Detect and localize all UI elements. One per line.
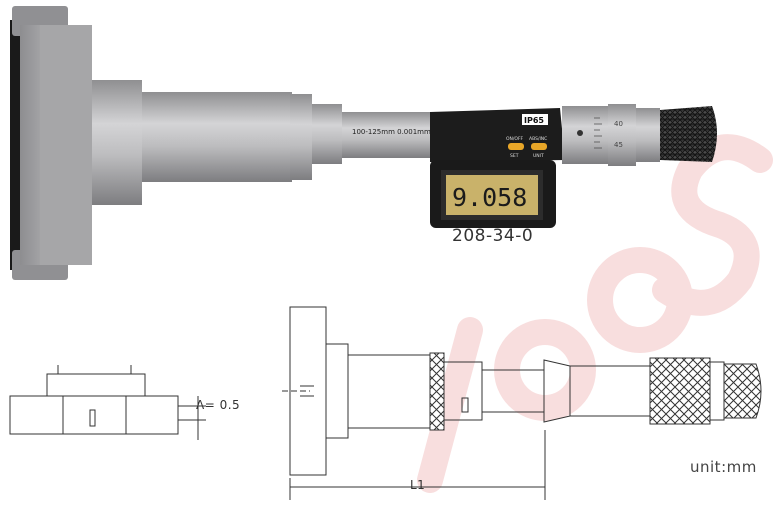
dimension-a-label: A= 0.5	[196, 398, 241, 412]
head-side-view	[9, 365, 206, 440]
on-off-button[interactable]	[508, 143, 524, 150]
button-1-bottom-label: SET	[510, 153, 519, 159]
dimension-l1-label: L1	[410, 478, 426, 492]
ip-rating: IP65	[524, 116, 544, 125]
abs-inc-button[interactable]	[531, 143, 547, 150]
micrometer-outline	[282, 306, 762, 500]
thimble-mark-40: 40	[614, 120, 623, 128]
model-number: 208-34-0	[452, 226, 534, 246]
unit-label: unit:mm	[690, 458, 757, 476]
range-marking: 100-125mm 0.001mm	[352, 128, 431, 136]
button-2-top-label: ABS/INC	[529, 136, 547, 142]
button-2-bottom-label: UNIT	[533, 153, 544, 159]
display-reading: 9.058	[452, 183, 527, 212]
product-photo: 100-125mm 0.001mm IP65 ON/OFF SET ABS/IN…	[10, 6, 717, 280]
button-1-top-label: ON/OFF	[506, 136, 524, 142]
thimble-mark-45: 45	[614, 141, 623, 149]
